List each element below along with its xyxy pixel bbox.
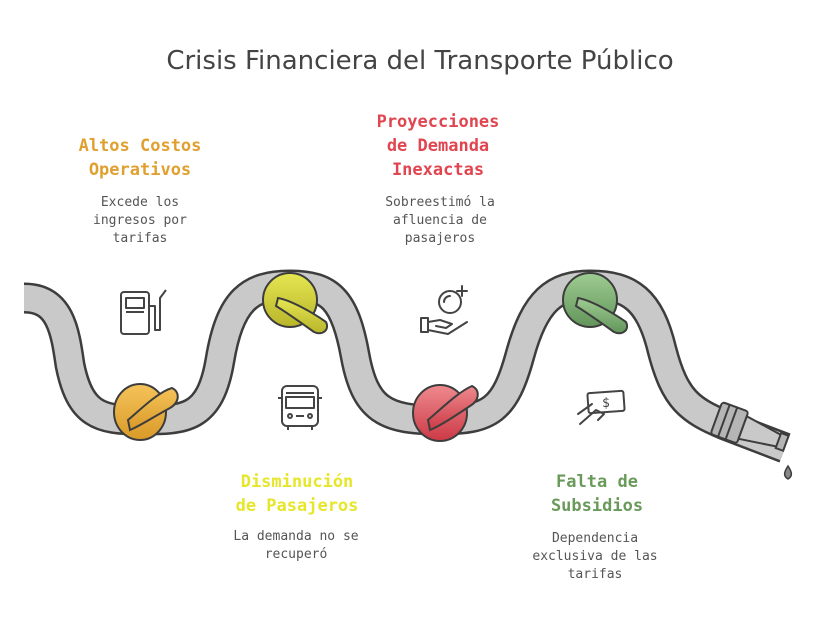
gas-pump-icon (120, 289, 167, 335)
knot-yellow (262, 272, 328, 335)
item-1-label: Altos Costos Operativos (78, 136, 202, 180)
item-3-label: Proyecciones de Demanda Inexactas (376, 112, 500, 180)
item-4-label: Falta de Subsidios (550, 472, 644, 516)
svg-text:$: $ (602, 396, 610, 411)
knot-orange (113, 383, 179, 441)
item-2-description: La demanda no se recuperó (233, 529, 359, 562)
nozzle (710, 401, 790, 453)
item-1-description: Excede los ingresos por tarifas (93, 195, 187, 246)
cash-payment-icon: $ (577, 389, 626, 425)
bus-icon (278, 385, 322, 430)
knot-red (412, 384, 479, 442)
page-title: Crisis Financiera del Transporte Público (166, 46, 674, 76)
drop (783, 464, 793, 480)
knot-green (562, 272, 628, 335)
item-2-label: Disminución de Pasajeros (235, 472, 359, 516)
item-3-description: Sobreestimó la afluencia de pasajeros (385, 195, 495, 246)
item-4-description: Dependencia exclusiva de las tarifas (532, 531, 658, 582)
hand-coin-icon (420, 285, 468, 335)
